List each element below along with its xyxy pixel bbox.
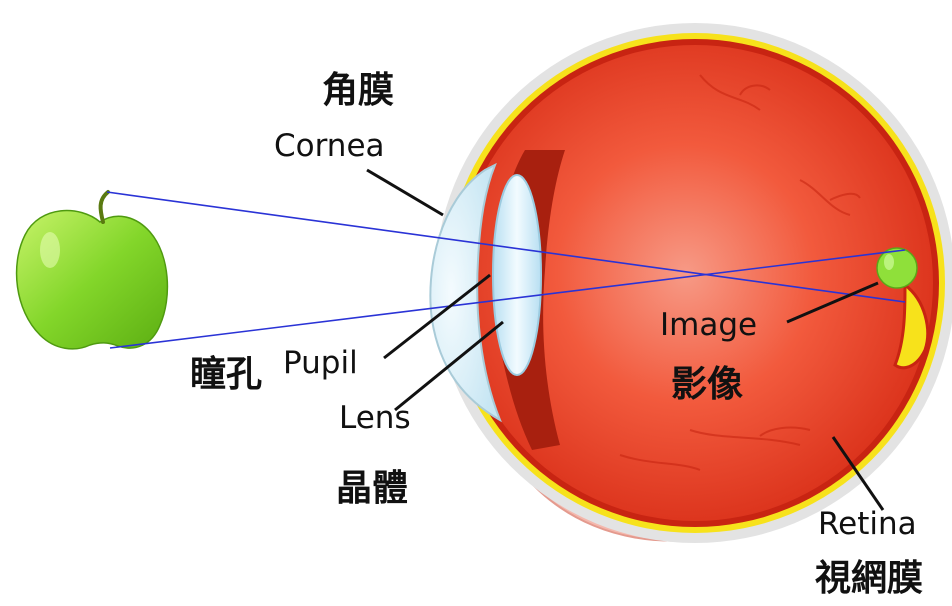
pupil-label-zh: 瞳孔 <box>190 354 262 395</box>
retinal-image <box>877 248 917 288</box>
pupil-label-en: Pupil <box>283 345 358 381</box>
image-label-en: Image <box>660 307 757 343</box>
cornea-pointer <box>367 170 443 215</box>
apple-object <box>17 192 168 349</box>
cornea-label-zh: 角膜 <box>322 70 394 111</box>
lens <box>493 175 541 375</box>
image-label-zh: 影像 <box>671 364 743 405</box>
retina-label-zh: 視網膜 <box>815 558 923 599</box>
lens-label-zh: 晶體 <box>336 468 408 509</box>
lens-label-en: Lens <box>339 400 411 436</box>
cornea-label-en: Cornea <box>274 128 385 164</box>
retina-label-en: Retina <box>818 506 917 542</box>
